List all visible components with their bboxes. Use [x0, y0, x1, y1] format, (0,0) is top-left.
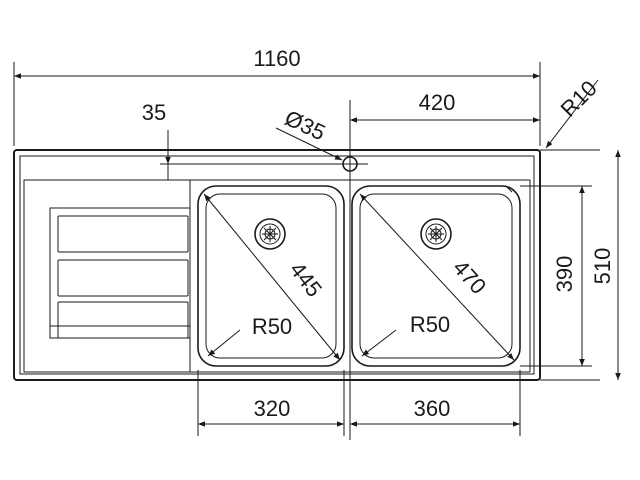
- label-overall-depth: 510: [590, 248, 615, 285]
- tap-hole: [160, 100, 368, 440]
- sink-outline: [13, 149, 541, 381]
- left-diagonal-dimension: [203, 193, 341, 361]
- right-diagonal-dimension: [359, 193, 515, 361]
- label-right-section-width: 420: [419, 90, 456, 115]
- label-left-bowl-radius: R50: [252, 314, 292, 339]
- dimension-lines: [14, 73, 621, 427]
- label-corner-radius: R10: [556, 76, 602, 122]
- label-tap-offset: 35: [142, 100, 166, 125]
- label-right-bowl-diagonal: 470: [448, 255, 491, 299]
- label-left-bowl-width: 320: [254, 396, 291, 421]
- right-bowl: [351, 185, 521, 367]
- label-left-bowl-diagonal: 445: [285, 257, 327, 301]
- drainboard-ribs: [49, 207, 191, 339]
- label-bowl-height: 390: [552, 256, 577, 293]
- left-drain-icon: [254, 218, 286, 250]
- label-right-bowl-radius: R50: [410, 312, 450, 337]
- label-tap-hole: Ø35: [281, 105, 329, 145]
- label-right-bowl-width: 360: [414, 396, 451, 421]
- label-overall-width: 1160: [253, 46, 300, 71]
- left-bowl: [197, 185, 345, 367]
- right-drain-icon: [420, 218, 452, 250]
